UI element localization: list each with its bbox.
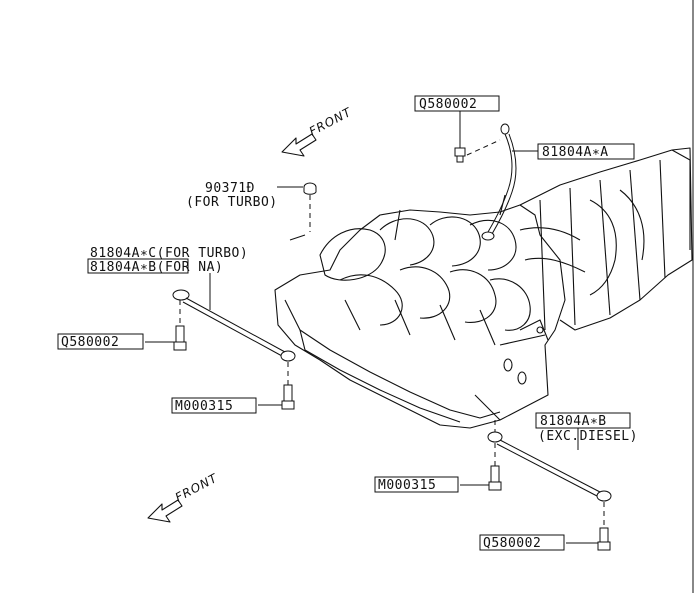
engine-transmission-illustration: [274, 147, 693, 429]
ground-strap-icon: [487, 431, 612, 502]
part-q580002-bottom-label: Q580002: [483, 536, 541, 551]
bolt-icon: [488, 465, 502, 491]
front-arrow-icon: [281, 133, 317, 157]
part-81804a-b-na-label: 81804A∗B(FOR NA): [90, 260, 223, 275]
part-box-q580002-bottom: [479, 534, 565, 551]
part-903710-note: (FOR TURBO): [186, 195, 278, 210]
part-box-m000315-right: [374, 476, 459, 493]
part-box-m000315-left: [171, 397, 257, 414]
bolt-icon: [597, 527, 611, 551]
ground-strap-icon: [172, 289, 296, 362]
front-label-bottom: FRONT: [173, 470, 221, 504]
part-box-q580002-top: [414, 95, 500, 112]
front-label-top: FRONT: [307, 104, 355, 138]
part-box-81804a-b-right: [535, 412, 631, 429]
part-81804a-a-label: 81804A∗A: [542, 145, 609, 160]
ground-strap-icon: [481, 123, 517, 241]
part-81804a-b-right-label: 81804A∗B: [540, 414, 607, 429]
part-81804a-b-right-note: (EXC.DIESEL): [538, 429, 638, 444]
part-81804a-c-label: 81804A∗C(FOR TURBO): [90, 246, 248, 261]
bolt-icon: [454, 147, 466, 163]
part-m000315-right-label: M000315: [378, 478, 436, 493]
front-arrow-icon: [147, 499, 183, 523]
part-q580002-top-label: Q580002: [419, 97, 477, 112]
part-box-q580002-left: [57, 333, 144, 350]
part-m000315-left-label: M000315: [175, 399, 233, 414]
bolt-icon: [173, 325, 187, 351]
part-q580002-left-label: Q580002: [61, 335, 119, 350]
bolt-icon: [281, 384, 295, 410]
part-903710-label: 90371Ð: [205, 181, 255, 196]
plug-icon: [303, 182, 317, 195]
part-box-81804a-a: [537, 143, 635, 160]
part-box-81804a-b-na: [87, 258, 189, 274]
